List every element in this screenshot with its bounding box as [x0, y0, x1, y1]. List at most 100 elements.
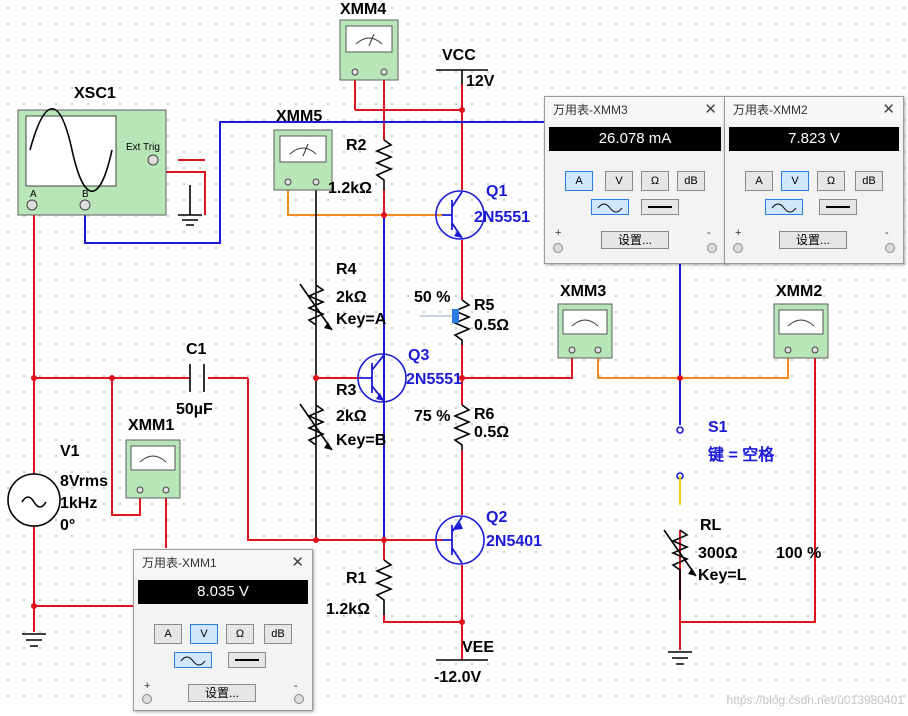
mode-v-button[interactable]: V	[190, 624, 218, 644]
output-node-wire	[462, 358, 573, 379]
r5-slider-thumb[interactable]	[452, 309, 459, 323]
r3-name: R3	[336, 382, 357, 399]
r4-potentiometer[interactable]	[299, 283, 333, 331]
minus-terminal[interactable]	[707, 243, 717, 253]
mode-v-button[interactable]: V	[781, 171, 809, 191]
c1-value: 50µF	[176, 401, 213, 418]
q1-model: 2N5551	[474, 209, 530, 226]
close-icon[interactable]: ✕	[882, 101, 895, 118]
r3-value: 2kΩ	[336, 408, 367, 425]
vcc-symbol	[436, 69, 488, 84]
xmm1-titlebar[interactable]: 万用表-XMM1 ✕	[134, 550, 312, 576]
q2-model: 2N5401	[486, 533, 542, 550]
xmm3-icon[interactable]	[557, 303, 613, 359]
xmm2-icon[interactable]	[773, 303, 829, 359]
v1-frequency: 1kHz	[60, 495, 97, 512]
r5-name: R5	[474, 297, 495, 314]
xmm3-title: 万用表-XMM3	[553, 103, 628, 117]
r6-name: R6	[474, 406, 495, 423]
xmm1-icon[interactable]	[125, 439, 181, 499]
rl-key: Key=L	[698, 567, 747, 584]
vcc-label: VCC	[442, 47, 476, 64]
mode-ohm-button[interactable]: Ω	[817, 171, 845, 191]
ac-mode-button[interactable]	[591, 199, 629, 215]
q1-transistor[interactable]	[435, 190, 485, 240]
xmm1-reading: 8.035 V	[138, 580, 308, 604]
dc-mode-button[interactable]	[228, 652, 266, 668]
v1-name: V1	[60, 443, 80, 460]
c1-capacitor[interactable]	[189, 364, 205, 392]
scope-b-label: B	[82, 189, 89, 200]
r1-resistor[interactable]	[374, 559, 394, 615]
xmm2-titlebar[interactable]: 万用表-XMM2 ✕	[725, 97, 903, 123]
plus-terminal[interactable]	[142, 694, 152, 704]
xmm5-label: XMM5	[276, 108, 322, 125]
minus-terminal[interactable]	[294, 694, 304, 704]
mode-a-button[interactable]: A	[154, 624, 182, 644]
ac-mode-button[interactable]	[765, 199, 803, 215]
q2-name: Q2	[486, 509, 507, 526]
settings-button[interactable]: 设置...	[601, 231, 669, 249]
mode-v-button[interactable]: V	[605, 171, 633, 191]
r6-resistor[interactable]	[452, 404, 472, 450]
scope-b-blue-wire	[84, 121, 545, 244]
close-icon[interactable]: ✕	[291, 554, 304, 571]
scope-a-label: A	[30, 189, 37, 200]
ground-symbol-scope	[178, 214, 202, 226]
xmm3-titlebar[interactable]: 万用表-XMM3 ✕	[545, 97, 725, 123]
r2-resistor[interactable]	[374, 139, 394, 190]
close-icon[interactable]: ✕	[704, 101, 717, 118]
plus-terminal[interactable]	[733, 243, 743, 253]
r3-percent: 75 %	[414, 408, 450, 425]
xmm1-panel[interactable]: 万用表-XMM1 ✕ 8.035 V A V Ω dB 设置... + -	[133, 549, 313, 711]
dc-mode-button[interactable]	[819, 199, 857, 215]
v1-phase: 0°	[60, 517, 75, 534]
rl-potentiometer[interactable]	[663, 529, 697, 600]
s1-name: S1	[708, 419, 728, 436]
minus-label: -	[885, 227, 889, 239]
minus-label: -	[294, 680, 298, 692]
xmm5-icon[interactable]	[273, 129, 333, 191]
ac-mode-button[interactable]	[174, 652, 212, 668]
v1-ac-source[interactable]	[7, 473, 61, 527]
q3-name: Q3	[408, 347, 429, 364]
dc-mode-button[interactable]	[641, 199, 679, 215]
q2-transistor[interactable]	[435, 515, 485, 565]
settings-button[interactable]: 设置...	[188, 684, 256, 702]
minus-label: -	[707, 227, 711, 239]
r3-key: Key=B	[336, 432, 386, 449]
settings-button[interactable]: 设置...	[779, 231, 847, 249]
s1-switch[interactable]	[676, 426, 684, 505]
xmm2-panel[interactable]: 万用表-XMM2 ✕ 7.823 V A V Ω dB 设置... + -	[724, 96, 904, 264]
xmm3-panel[interactable]: 万用表-XMM3 ✕ 26.078 mA A V Ω dB 设置... + -	[544, 96, 726, 264]
ground-symbol-rl	[668, 651, 692, 665]
mode-db-button[interactable]: dB	[264, 624, 292, 644]
minus-terminal[interactable]	[885, 243, 895, 253]
r1-vee-wire	[383, 540, 462, 623]
mode-db-button[interactable]: dB	[855, 171, 883, 191]
mode-a-button[interactable]: A	[565, 171, 593, 191]
vee-label: VEE	[462, 639, 494, 656]
oscilloscope-xsc1[interactable]	[17, 107, 167, 216]
mode-a-button[interactable]: A	[745, 171, 773, 191]
output-orange-wire	[597, 358, 789, 379]
mode-ohm-button[interactable]: Ω	[226, 624, 254, 644]
s1-key: 键 = 空格	[707, 445, 775, 464]
mode-db-button[interactable]: dB	[677, 171, 705, 191]
mode-ohm-button[interactable]: Ω	[641, 171, 669, 191]
xmm1-label: XMM1	[128, 417, 174, 434]
q3-transistor[interactable]	[357, 353, 407, 403]
xmm4-icon[interactable]	[339, 19, 399, 81]
r1-name: R1	[346, 570, 367, 587]
ground-symbol-v1	[22, 633, 46, 647]
watermark: https://blog.csdn.net/u013980401	[726, 693, 904, 707]
xmm3-label: XMM3	[560, 283, 606, 300]
xmm2-reading: 7.823 V	[729, 127, 899, 151]
v1-gnd-wire	[33, 525, 135, 632]
xmm2-title: 万用表-XMM2	[733, 103, 808, 117]
r3-potentiometer[interactable]	[299, 403, 333, 451]
v1-amplitude: 8Vrms	[60, 473, 108, 490]
plus-terminal[interactable]	[553, 243, 563, 253]
